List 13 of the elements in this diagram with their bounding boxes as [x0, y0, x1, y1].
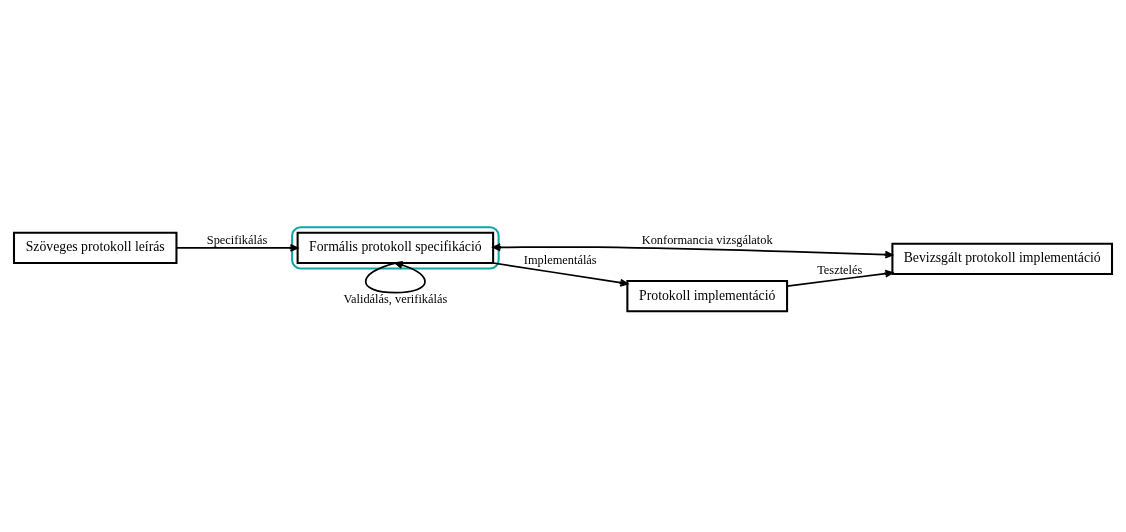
arrow	[175, 243, 299, 252]
edge-label: Implementálás	[523, 252, 597, 267]
edge-label: Specifikálás	[206, 232, 268, 247]
edge-label: Konformancia vizsgálatok	[641, 232, 773, 247]
node-box: Bevizsgált protokoll implementáció	[891, 242, 1114, 275]
edge-label: Validálás, verifikálás	[343, 291, 448, 306]
arrow	[364, 260, 426, 294]
node-box: Protokoll implementáció	[626, 279, 789, 312]
node-box: Formális protokoll specifikáció	[296, 231, 495, 264]
edge-label: Tesztelés	[817, 262, 863, 277]
node-box: Szöveges protokoll leírás	[12, 231, 178, 264]
arrow	[786, 269, 894, 287]
arrow	[492, 242, 894, 259]
